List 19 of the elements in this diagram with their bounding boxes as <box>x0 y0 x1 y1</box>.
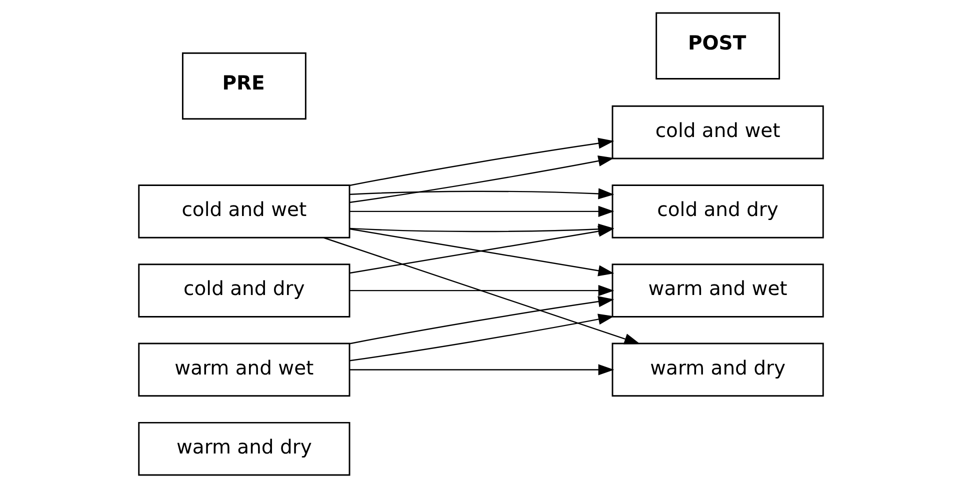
node-box: POST <box>655 12 780 80</box>
node-box: cold and dry <box>138 264 350 318</box>
arrow <box>323 237 640 344</box>
arrow <box>349 206 614 217</box>
node-box: warm and wet <box>138 342 350 397</box>
node-box: cold and dry <box>611 184 824 238</box>
arrow <box>349 364 614 376</box>
arrow <box>349 296 614 344</box>
node-box: PRE <box>181 52 306 120</box>
arrow <box>349 314 614 362</box>
node-box: warm and dry <box>611 342 824 397</box>
arrow <box>349 188 614 200</box>
node-box: warm and dry <box>138 422 350 476</box>
arrow <box>349 138 614 186</box>
node-box: warm and wet <box>611 264 824 318</box>
arrow <box>349 156 614 203</box>
node-box: cold and wet <box>611 105 824 160</box>
node-box: cold and wet <box>138 184 350 238</box>
arrow <box>349 285 614 296</box>
